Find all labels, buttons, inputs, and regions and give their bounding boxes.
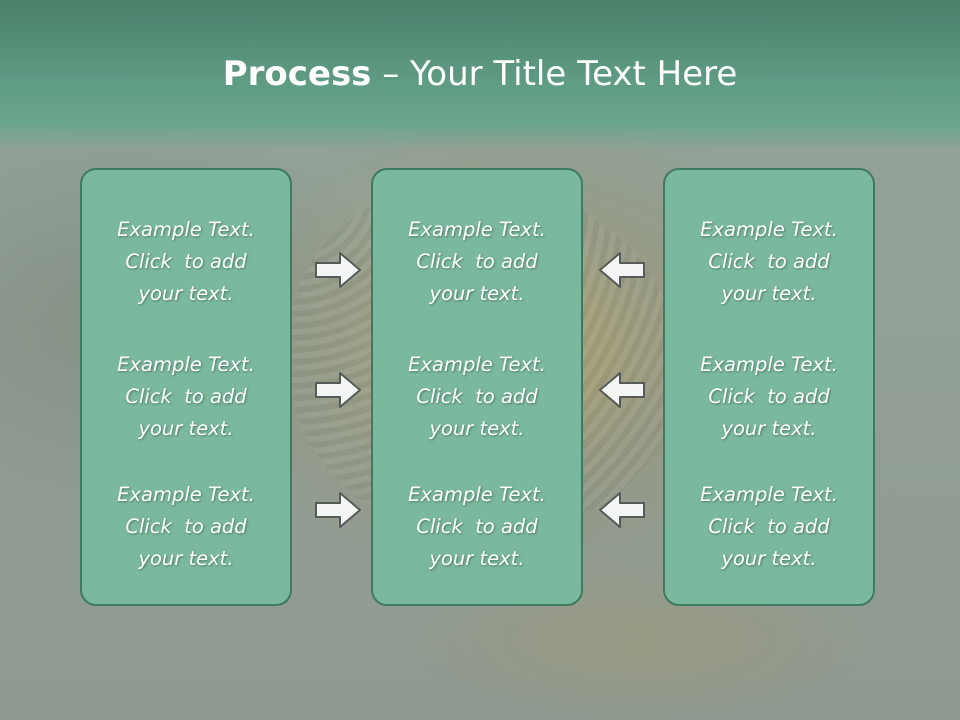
panel-text[interactable]: Example Text. Click to add your text. xyxy=(408,218,546,305)
panel-text[interactable]: Example Text. Click to add your text. xyxy=(408,483,546,570)
title-bar xyxy=(0,0,960,150)
arrow-right-icon xyxy=(315,372,361,408)
arrow-left-icon xyxy=(599,372,645,408)
process-panel-center[interactable]: Example Text. Click to add your text. Ex… xyxy=(371,168,583,606)
panel-text[interactable]: Example Text. Click to add your text. xyxy=(117,353,255,440)
panel-text[interactable]: Example Text. Click to add your text. xyxy=(117,483,255,570)
arrow-right-icon xyxy=(315,252,361,288)
panel-text[interactable]: Example Text. Click to add your text. xyxy=(408,353,546,440)
process-panel-right[interactable]: Example Text. Click to add your text. Ex… xyxy=(663,168,875,606)
slide-title[interactable]: Process – Your Title Text Here xyxy=(0,52,960,96)
arrow-right-icon xyxy=(315,492,361,528)
process-panel-left[interactable]: Example Text. Click to add your text. Ex… xyxy=(80,168,292,606)
panel-text[interactable]: Example Text. Click to add your text. xyxy=(700,483,838,570)
arrow-left-icon xyxy=(599,252,645,288)
title-rest: – Your Title Text Here xyxy=(371,54,738,94)
panel-text[interactable]: Example Text. Click to add your text. xyxy=(117,218,255,305)
panel-text[interactable]: Example Text. Click to add your text. xyxy=(700,218,838,305)
panel-text[interactable]: Example Text. Click to add your text. xyxy=(700,353,838,440)
arrow-left-icon xyxy=(599,492,645,528)
title-bold-word: Process xyxy=(222,54,372,94)
